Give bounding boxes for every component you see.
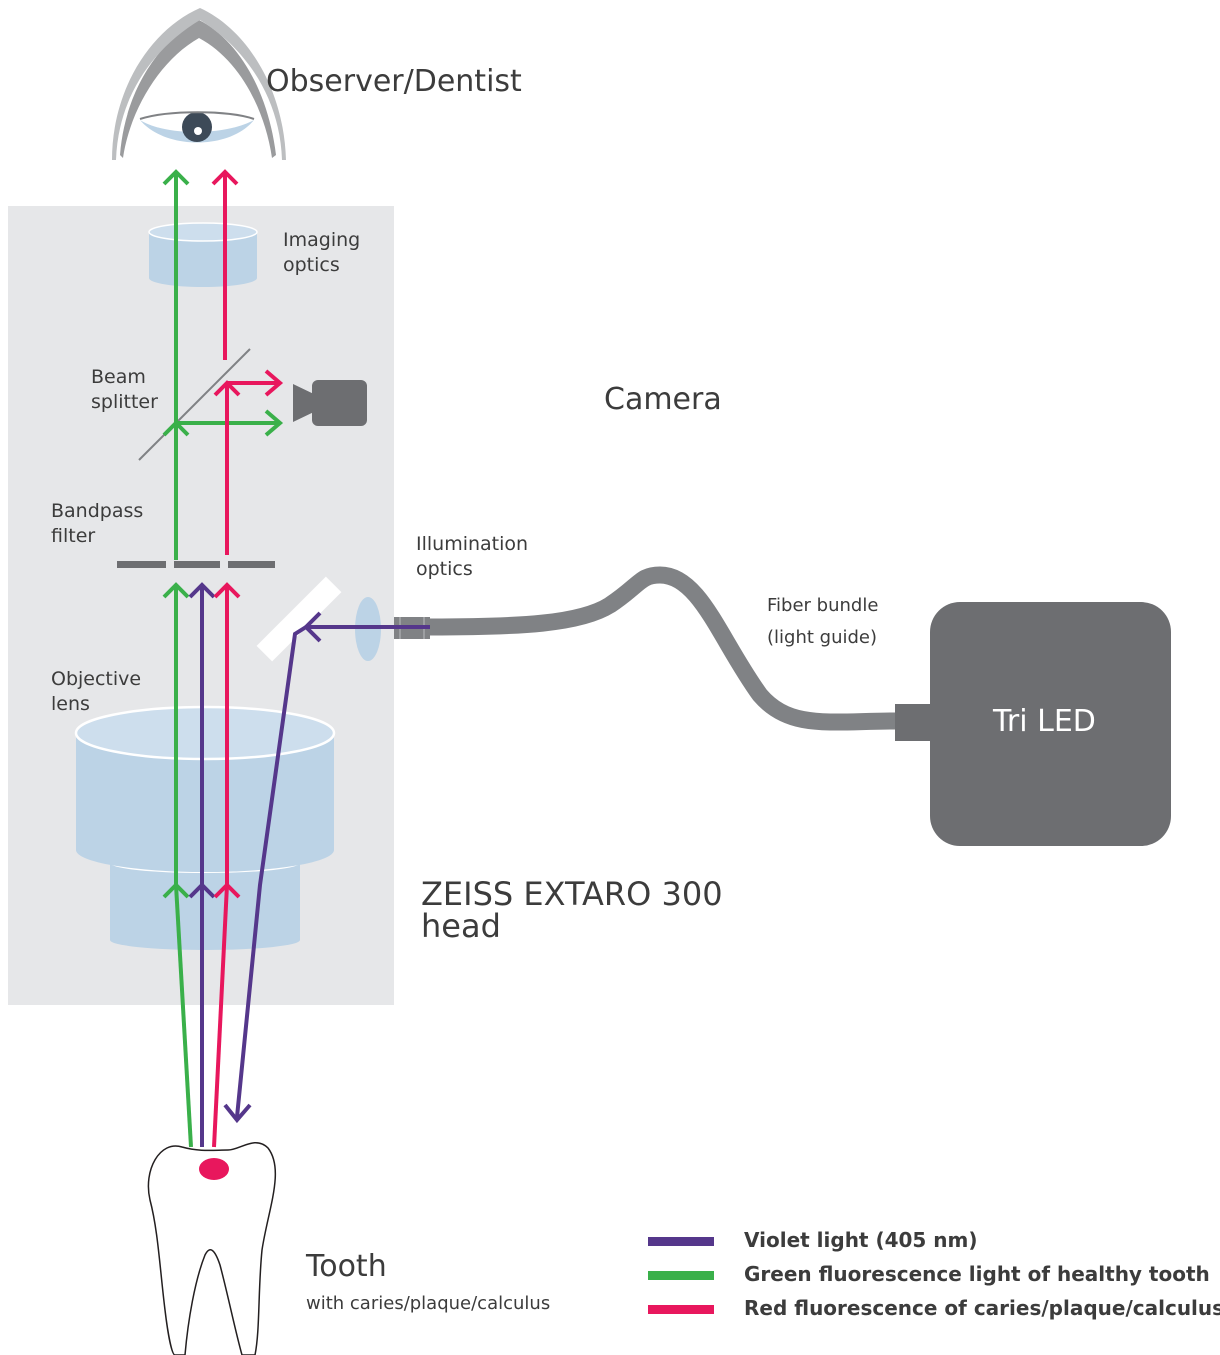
violet-rays [188, 582, 430, 1147]
bandpass-filter-label: Bandpass filter [51, 500, 144, 547]
imaging-optics-lens [148, 222, 258, 287]
objective-lens [74, 705, 336, 950]
beam-splitter-label: Beam splitter [91, 366, 158, 413]
legend-swatch-violet [648, 1237, 714, 1246]
legend-label: Green fluorescence light of healthy toot… [744, 1262, 1210, 1286]
red-rays [211, 169, 284, 1148]
tri-led-connector [895, 704, 933, 741]
observer-label: Observer/Dentist [266, 64, 522, 99]
camera-icon [293, 380, 367, 426]
legend-label: Violet light (405 nm) [744, 1228, 978, 1252]
legend-swatch-green [648, 1271, 714, 1280]
tri-led-box [930, 602, 1171, 846]
fiber-cable [429, 566, 896, 731]
tri-led-label: Tri LED [993, 704, 1096, 739]
fiber-bundle-label: Fiber bundle (light guide) [767, 595, 879, 648]
camera-label: Camera [604, 382, 722, 417]
eye-icon [112, 8, 286, 160]
illumination-mirror [256, 576, 342, 662]
tooth-label: Tooth [306, 1249, 387, 1284]
bandpass-filter [117, 561, 275, 568]
tooth-sub-label: with caries/plaque/calculus [306, 1293, 551, 1314]
imaging-optics-label: Imaging optics [283, 229, 361, 276]
beam-splitter [138, 348, 251, 461]
objective-lens-label: Objective lens [51, 668, 142, 715]
legend-label: Red fluorescence of caries/plaque/calcul… [744, 1296, 1220, 1320]
tooth-icon [147, 1142, 276, 1355]
head-label: ZEISS EXTARO 300 head [421, 875, 723, 945]
illumination-optics-label: Illumination optics [416, 533, 529, 580]
legend-swatch-red [648, 1305, 714, 1314]
